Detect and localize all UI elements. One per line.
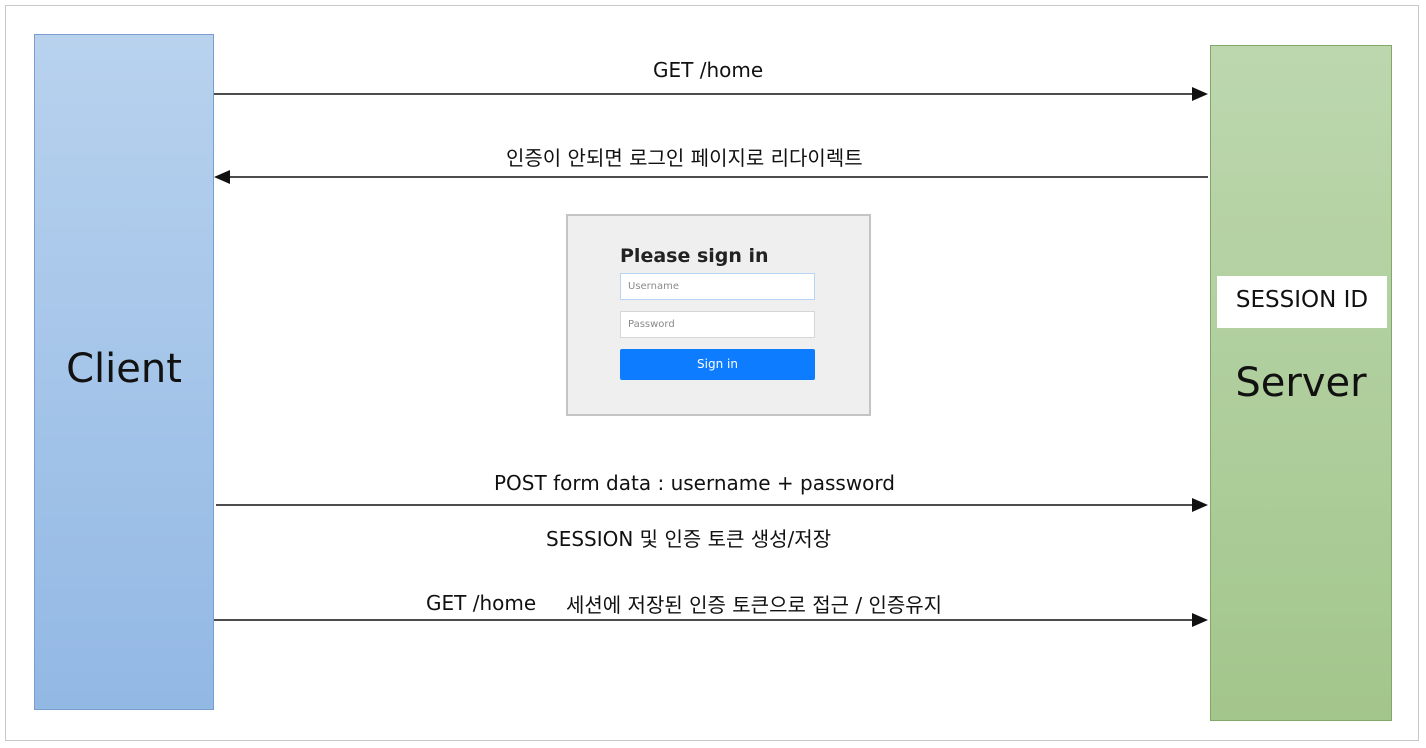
arrow-get-home (214, 87, 1208, 101)
client-label: Client (66, 346, 182, 392)
label-get-home-again: GET /home (426, 591, 537, 615)
arrow-get-home-again (214, 613, 1208, 627)
login-form-title: Please sign in (620, 245, 769, 267)
arrow-post-form (216, 498, 1208, 512)
sign-in-button: Sign in (620, 349, 815, 380)
slide-frame (5, 5, 1419, 741)
username-field: Username (620, 273, 815, 300)
password-field: Password (620, 311, 815, 338)
label-token-access: 세션에 저장된 인증 토큰으로 접근 / 인증유지 (566, 593, 943, 617)
arrow-redirect (214, 170, 1208, 184)
label-post-form: POST form data : username + password (494, 471, 895, 495)
label-redirect: 인증이 안되면 로그인 페이지로 리다이렉트 (506, 146, 863, 170)
session-id-box (1217, 276, 1387, 328)
label-session-create: SESSION 및 인증 토큰 생성/저장 (546, 527, 832, 551)
server-label: Server (1235, 360, 1367, 406)
label-get-home: GET /home (653, 58, 764, 82)
session-id-label: SESSION ID (1235, 287, 1369, 313)
client-box (34, 34, 214, 710)
server-box (1210, 45, 1392, 721)
